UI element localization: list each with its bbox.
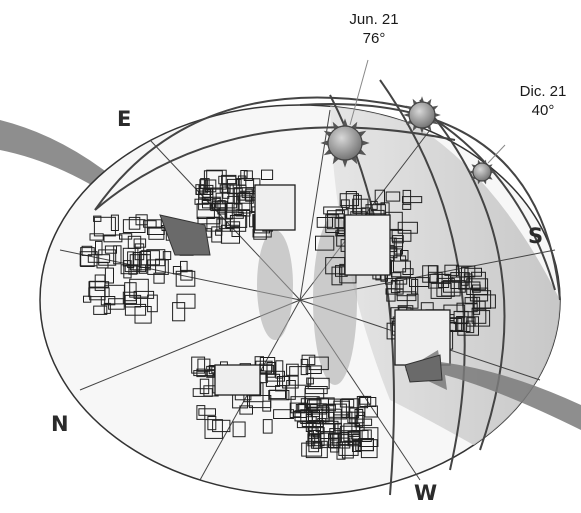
winter-angle: 40°: [513, 101, 573, 120]
cardinal-east: E: [117, 107, 132, 131]
winter-label: Dic. 21 40°: [513, 82, 573, 120]
summer-date: Jun. 21: [344, 10, 404, 29]
cardinal-west: W: [414, 481, 438, 505]
sun-ray: [420, 96, 424, 102]
sun-ray: [435, 113, 441, 117]
cardinal-south: S: [528, 224, 544, 248]
summer-angle: 76°: [344, 29, 404, 48]
building-outline: [345, 215, 390, 275]
cardinal-north: N: [51, 412, 70, 436]
building-outline: [395, 310, 450, 365]
winter-date: Dic. 21: [513, 82, 573, 101]
summer-label: Jun. 21 76°: [344, 10, 404, 48]
building-outline: [255, 185, 295, 230]
building-outline: [215, 365, 260, 395]
